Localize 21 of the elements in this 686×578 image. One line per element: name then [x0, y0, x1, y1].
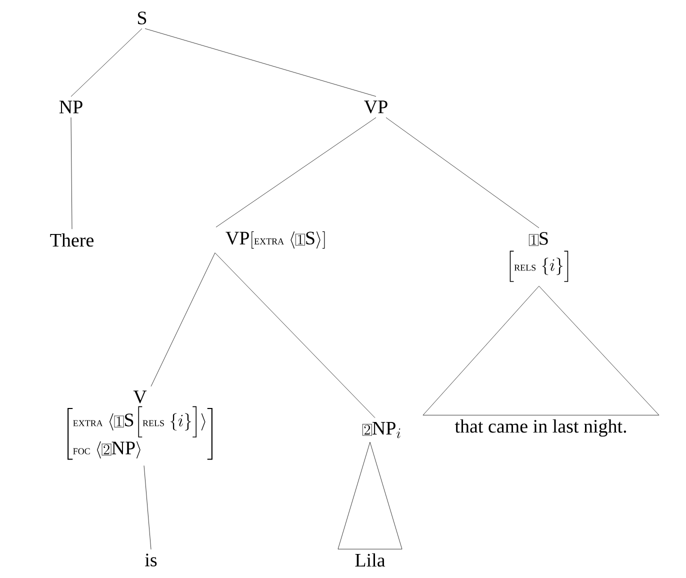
category-label: $\text{VP}[\text{\small EXTRA}\ \langle\boxed{\scriptstyle 1}\text{S}\rangle]$ [226, 231, 325, 249]
branch-line [150, 252, 216, 387]
category-label: $\boxed{\scriptstyle 1}\text{S}$ $\Bigl[\text{\small RELS}\ \{i\}\Bigr]$ [510, 232, 568, 282]
category-label: $\text{V}$ $\left[\begin{array}{@{}l@{}}\text{\small EXTRA}\ \langle\boxed{\scriptstyle 1}\text{S}\Bigl[\text{\small RELS}\ \{i\}\Bigr]\rangle\\ \text{\small FOC}\ \langle\boxed{\scriptstyle 2}\text{NP}\rangle\end{array}\right]$ [68, 390, 212, 460]
branch-line [214, 252, 376, 418]
branch-line [216, 117, 376, 228]
roof-triangle [422, 286, 660, 416]
word-label: $\text{Lila}$ [355, 553, 386, 567]
branch-line [70, 28, 142, 97]
category-label: $\text{NP}$ [59, 100, 82, 114]
word-label: $\text{There}$ [50, 233, 94, 247]
category-label: $\text{S}$ [138, 12, 146, 24]
branch-line [144, 465, 152, 550]
category-label: $\text{VP}$ [364, 100, 388, 114]
roof-triangle [338, 442, 402, 550]
category-label: $\boxed{\scriptstyle 2}\text{NP}_{i}$ [362, 422, 400, 438]
branch-line [386, 117, 540, 228]
branch-line [70, 117, 72, 230]
branch-line [144, 28, 376, 97]
word-label: $\text{is}$ [145, 554, 157, 566]
word-label: $\text{that came in last night.}$ [454, 419, 626, 437]
